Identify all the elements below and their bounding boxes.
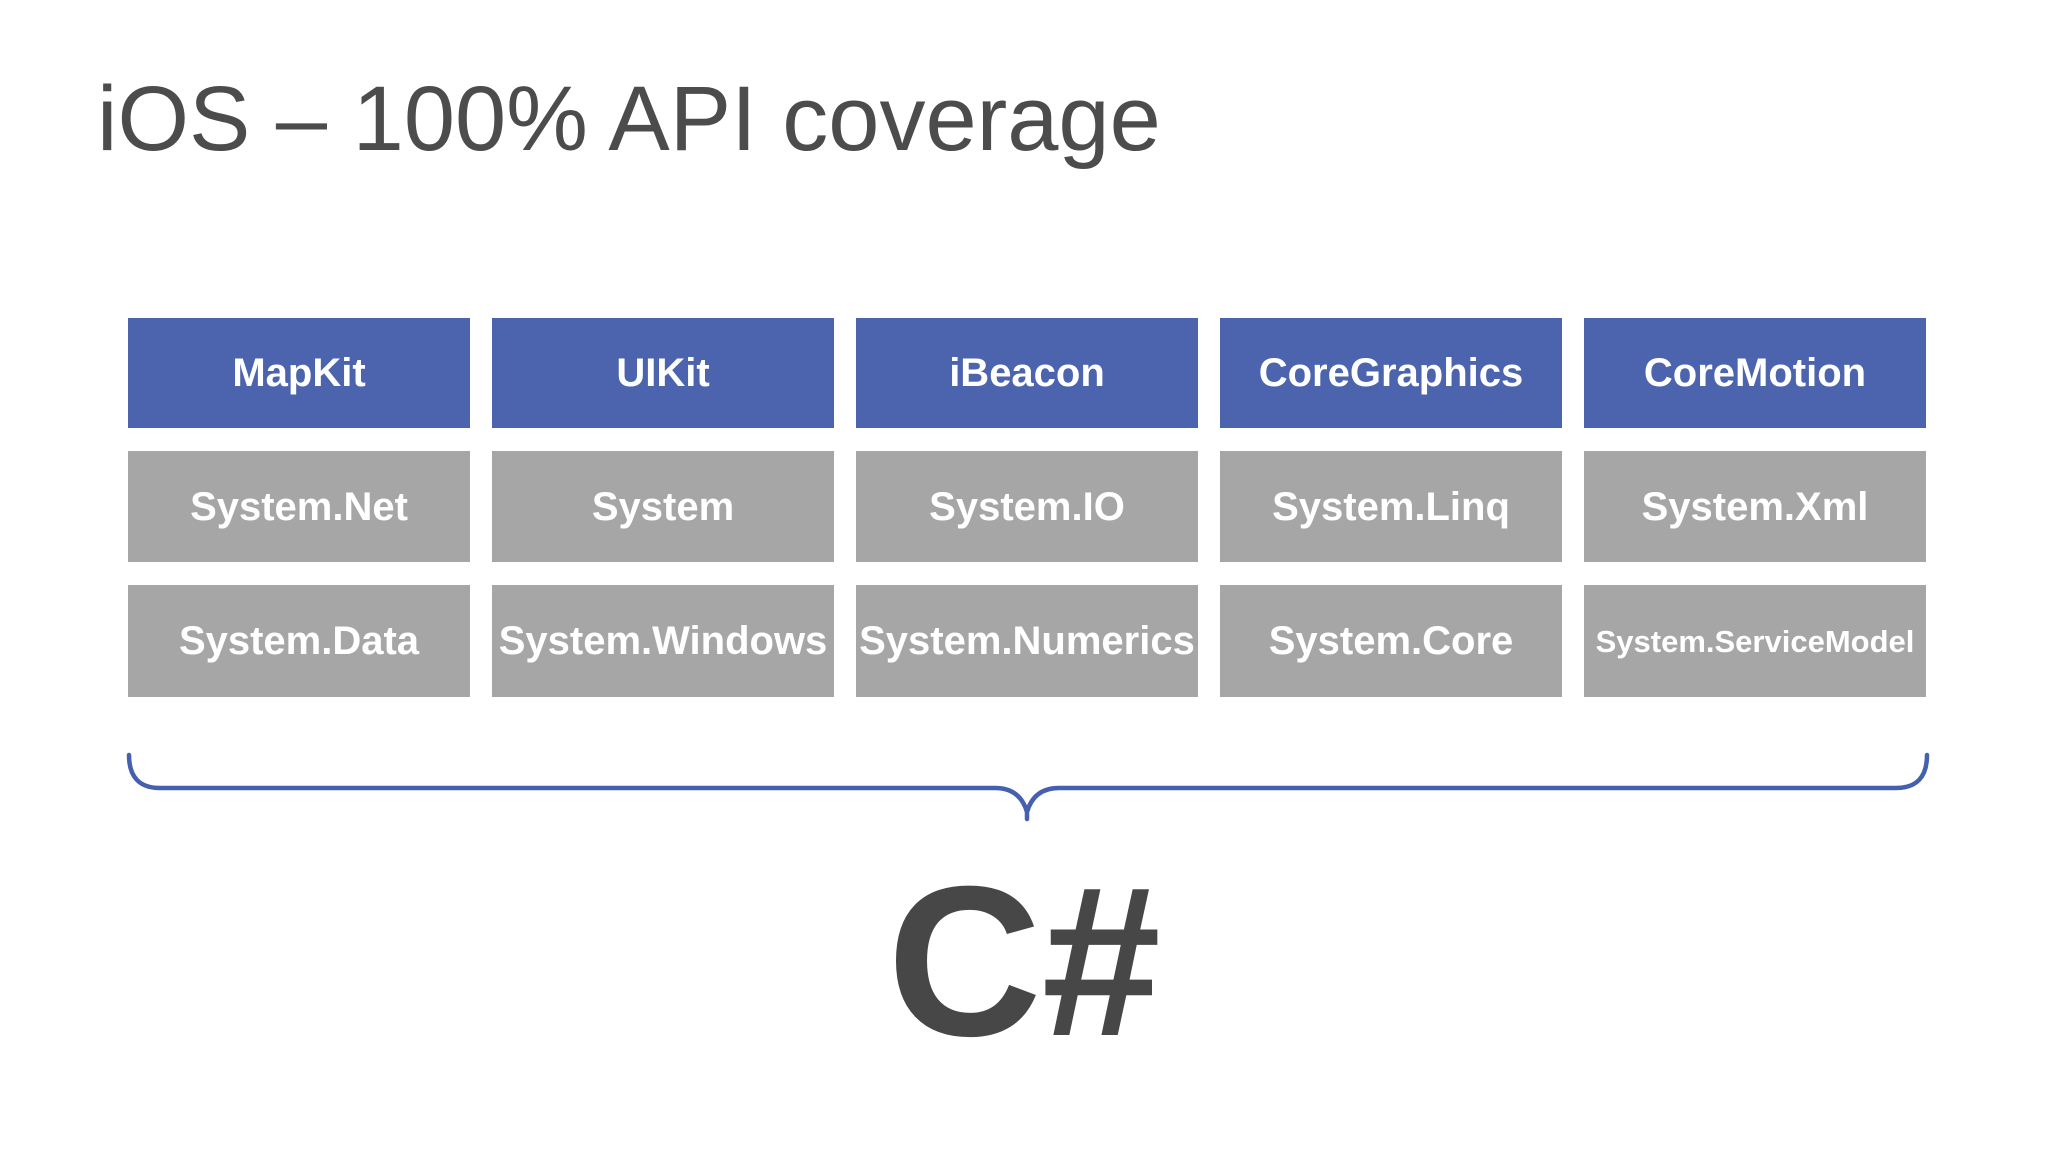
api-namespace-grid: MapKit UIKit iBeacon CoreGraphics CoreMo… <box>128 318 1926 697</box>
box-ibeacon: iBeacon <box>856 318 1198 428</box>
box-system-core: System.Core <box>1220 585 1562 697</box>
box-system-windows: System.Windows <box>492 585 834 697</box>
box-system-net: System.Net <box>128 451 470 562</box>
box-system: System <box>492 451 834 562</box>
slide-title: iOS – 100% API coverage <box>97 68 1161 170</box>
box-mapkit: MapKit <box>128 318 470 428</box>
box-coremotion: CoreMotion <box>1584 318 1926 428</box>
csharp-label: C# <box>887 842 1161 1081</box>
curly-brace-icon <box>126 752 1930 822</box>
box-system-data: System.Data <box>128 585 470 697</box>
box-coregraphics: CoreGraphics <box>1220 318 1562 428</box>
box-system-xml: System.Xml <box>1584 451 1926 562</box>
box-system-servicemodel: System.ServiceModel <box>1584 585 1926 697</box>
box-system-linq: System.Linq <box>1220 451 1562 562</box>
box-system-numerics: System.Numerics <box>856 585 1198 697</box>
box-uikit: UIKit <box>492 318 834 428</box>
box-system-io: System.IO <box>856 451 1198 562</box>
